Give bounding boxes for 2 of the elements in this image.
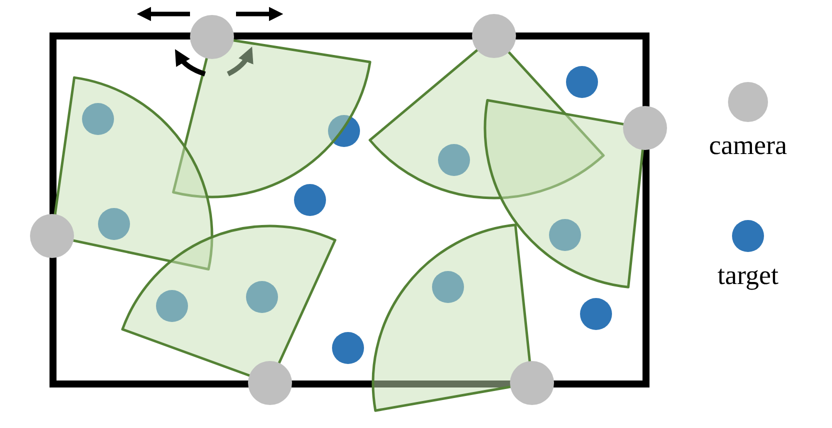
legend-label: camera: [709, 132, 787, 159]
legend-label: target: [718, 262, 778, 289]
